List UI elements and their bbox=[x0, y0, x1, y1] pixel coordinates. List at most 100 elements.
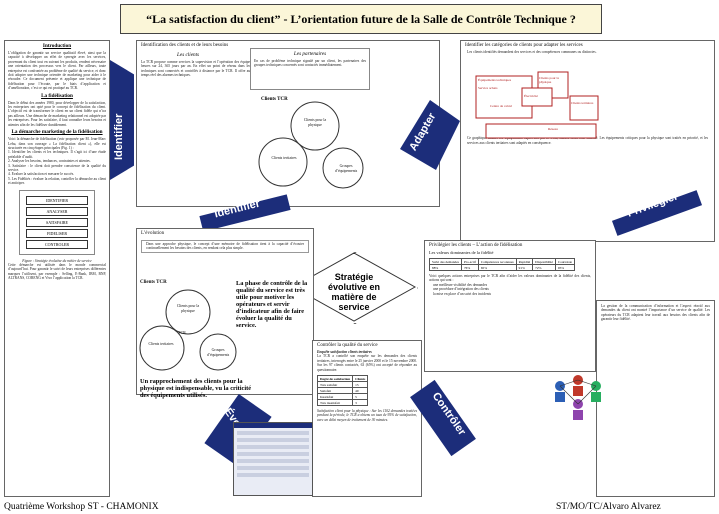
right-middle-panel: Privilégier les clients – L’action de fi… bbox=[424, 240, 596, 372]
matrix-cell: 91% bbox=[515, 264, 534, 271]
survey-form-screenshot bbox=[233, 422, 313, 496]
figure-caption: Figure : Stratégie évolutive du métier d… bbox=[22, 258, 92, 263]
priv-text: Voici quelques actions entreprises par l… bbox=[429, 274, 591, 283]
privilegier-heading: Privilégier les clients – L’action de fi… bbox=[429, 243, 523, 248]
matrix-cell: 65% bbox=[477, 264, 517, 271]
tertiaires-label-top: Clients tertiaires bbox=[271, 156, 297, 160]
circle-groupes bbox=[199, 333, 237, 371]
priv-subheading: Les valeurs dominantes de la fidélité bbox=[429, 250, 494, 255]
form-row bbox=[237, 438, 309, 442]
identification-heading: Identification des clients et de leurs b… bbox=[141, 43, 229, 48]
categories-diagram bbox=[475, 71, 599, 139]
controle-panel: Contrôler la qualité du service Enquête … bbox=[312, 340, 422, 497]
adapter-text: Les clients identifiés demandent des ser… bbox=[467, 50, 597, 54]
satisfaction-table: Degré de satisfaction Clients Très satis… bbox=[316, 375, 369, 407]
matrix-cell: 95% bbox=[554, 264, 576, 271]
strategy-title: Stratégie évolutive en matière de servic… bbox=[327, 272, 381, 312]
right-lower-panel: La gestion de la communication d’informa… bbox=[596, 300, 715, 497]
step-item: 4. Evaluer la satisfaction et mesurer le… bbox=[8, 172, 75, 177]
poster-title: “La satisfaction du client” - L’orientat… bbox=[120, 4, 602, 34]
diag-box-reseau bbox=[485, 123, 597, 139]
matrix-row: 88% 76% 65% 91% 72% 95% bbox=[429, 264, 576, 271]
clients-text: La TCR propose comme services la supervi… bbox=[141, 60, 281, 78]
person-icon bbox=[555, 381, 565, 402]
diag-label-physique: Clients pour la physique bbox=[539, 76, 559, 84]
person-icon bbox=[591, 381, 601, 402]
satisfaction-text: Satisfaction client pour la physique : S… bbox=[317, 409, 417, 422]
intro-text: L’obligation de garantir un service qual… bbox=[8, 51, 106, 91]
form-row bbox=[237, 445, 309, 449]
tertiaires-label-bottom: Clients tertiaires bbox=[148, 342, 174, 346]
priv-list-item: une procédure d’intégration des clients bbox=[433, 287, 489, 292]
final-text: La gestion de la communication d’informa… bbox=[601, 304, 710, 322]
flow-step: IDENTIFIER bbox=[26, 195, 88, 205]
form-row bbox=[237, 452, 309, 456]
person-icon bbox=[573, 375, 583, 396]
groupes-label-bottom: Groupes d’équipements bbox=[206, 348, 230, 357]
person-icon bbox=[573, 399, 583, 420]
controle-heading: Contrôler la qualité du service bbox=[317, 343, 378, 348]
network-link bbox=[559, 379, 579, 387]
priv-list-item: la mise en place d’un suivi des incident… bbox=[433, 291, 491, 296]
tcr-label-bottom: TCR bbox=[178, 330, 186, 335]
clients-tcr-label-bottom: Clients TCR bbox=[140, 280, 167, 285]
circle-tertiaires bbox=[258, 137, 308, 187]
clients-diagram-top bbox=[258, 101, 364, 189]
priv-list: une meilleure visibilité des demandes un… bbox=[425, 283, 595, 296]
diag-box-electricite bbox=[521, 87, 553, 107]
form-row bbox=[237, 431, 309, 435]
diag-label-calcul: Centre de calcul bbox=[490, 104, 513, 108]
footer-left: Quatrième Workshop ST - CHAMONIX bbox=[4, 502, 159, 512]
left-column: Introduction L’obligation de garantir un… bbox=[4, 40, 110, 497]
diag-label-achats: Service achats bbox=[478, 86, 498, 90]
les-clients-heading: Les clients bbox=[177, 52, 200, 58]
flow-step: CONTROLER bbox=[26, 239, 88, 249]
network-link bbox=[559, 385, 579, 405]
matrix-cell: 76% bbox=[460, 264, 479, 271]
circle-physique bbox=[165, 289, 211, 335]
step-item: 1. Identifier les clients et les techniq… bbox=[8, 150, 106, 159]
diag-label-equipements: Équipements techniques bbox=[478, 78, 512, 82]
flow-step: SATISFAIRE bbox=[26, 217, 88, 227]
flow-step: FIDELISER bbox=[26, 228, 88, 238]
form-titlebar bbox=[234, 423, 312, 428]
adapter-heading: Identifier les catégories de clients pou… bbox=[465, 43, 583, 48]
flow-figure: IDENTIFIER ANALYSER SATISFAIRE FIDELISER… bbox=[19, 189, 95, 255]
people-network-illustration bbox=[555, 375, 601, 420]
demarche-heading: La démarche marketing de la fidélisation bbox=[11, 129, 103, 136]
clients-diagram-bottom bbox=[139, 289, 237, 371]
clients-tcr-label-top: Clients TCR bbox=[261, 97, 288, 102]
form-row bbox=[237, 459, 309, 463]
demarche-text: Voici la démarche de fidélisation (voir … bbox=[8, 137, 106, 150]
partenaires-text: En cas de problème technique signalé par… bbox=[254, 59, 366, 68]
physique-label-bottom: Clients pour la physique bbox=[176, 304, 200, 313]
identifier-banner bbox=[110, 60, 134, 180]
circle-groupes bbox=[322, 147, 364, 189]
intro-heading: Introduction bbox=[42, 43, 72, 49]
partenaires-box: Les partenaires En cas de problème techn… bbox=[250, 48, 370, 90]
evolution-text: Dans une approche physique, le concept d… bbox=[141, 240, 309, 253]
diag-label-electricite: Électricité bbox=[524, 94, 538, 98]
diag-box-tertiaires bbox=[569, 95, 599, 121]
enquete-heading: Enquête satisfaction clients tertiaires bbox=[317, 350, 372, 354]
network-link bbox=[577, 385, 597, 405]
step-item: 3. Satisfaire : le client doit prendre c… bbox=[8, 163, 106, 172]
identifier-banner-label: Identifier bbox=[113, 113, 125, 160]
table-cell: 3 bbox=[352, 399, 369, 407]
steps-list: 1. Identifier les clients et les techniq… bbox=[5, 150, 109, 185]
matrix-cell: 88% bbox=[429, 264, 462, 271]
evolution-heading: L’évolution bbox=[141, 231, 165, 236]
flow-step: ANALYSER bbox=[26, 206, 88, 216]
fidelisation-text: Dans le début des années 1980, pour déve… bbox=[8, 100, 106, 127]
form-row bbox=[237, 466, 309, 470]
priv-list-item: une meilleure visibilité des demandes bbox=[433, 282, 488, 287]
network-link bbox=[577, 379, 597, 387]
circle-physique bbox=[290, 101, 340, 151]
fidelisation-heading: La fidélisation bbox=[41, 92, 73, 99]
partenaires-heading: Les partenaires bbox=[293, 51, 327, 57]
diag-label-tertiaires: Clients tertiaires bbox=[571, 101, 594, 105]
step-item: 2. Analyser les besoins, tendances, cont… bbox=[8, 159, 91, 164]
table-cell: Très insatisfait bbox=[316, 399, 354, 407]
phase-controle-text: La phase de contrôle de la qualité du se… bbox=[236, 280, 308, 329]
step-item: 5. Les Fidélités : évaluer la relation, … bbox=[8, 176, 106, 186]
